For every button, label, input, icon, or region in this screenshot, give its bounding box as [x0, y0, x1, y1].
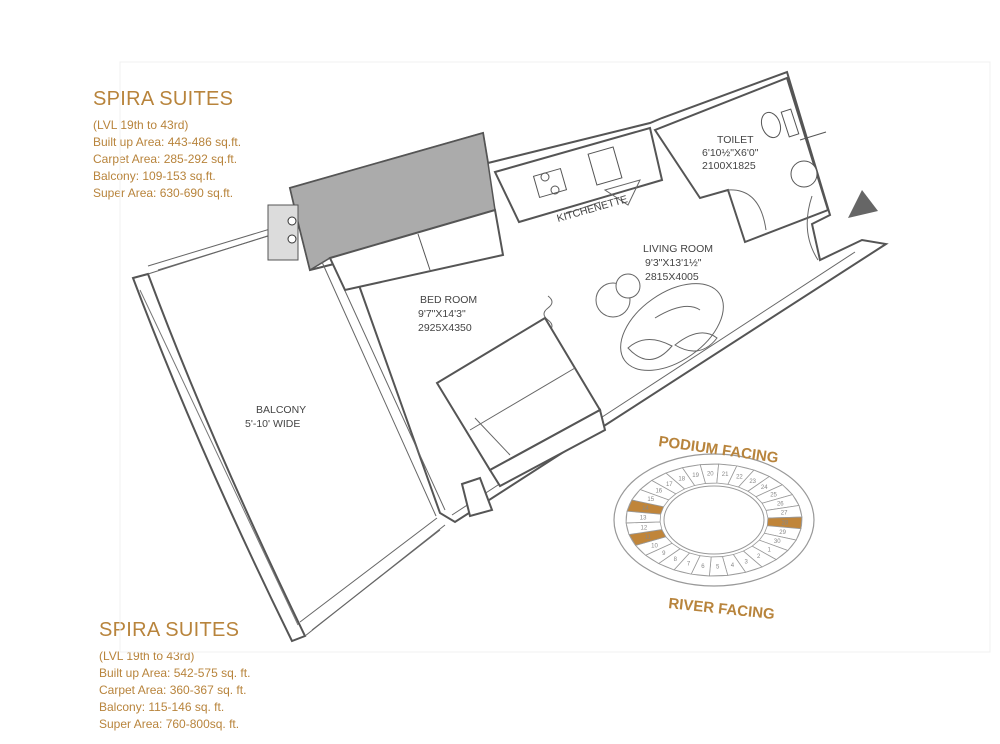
key-plan-unit-number: 14 — [642, 506, 649, 512]
living-label: LIVING ROOM — [643, 243, 713, 255]
key-plan-unit-number: 23 — [749, 479, 756, 485]
living-metric: 2815X4005 — [645, 271, 699, 283]
unit-levels: (LVL 19th to 43rd) — [93, 118, 189, 132]
living-imperial: 9'3"X13'1½" — [645, 257, 702, 269]
living-furniture — [595, 273, 724, 371]
unit-title: SPIRA SUITES — [93, 88, 234, 110]
balcony-area: Balcony: 115-146 sq. ft. — [99, 700, 225, 714]
key-plan-unit-number: 18 — [678, 477, 685, 483]
key-plan-unit-number: 30 — [774, 539, 781, 545]
key-plan-unit-number: 27 — [781, 511, 788, 517]
key-plan-unit-number: 6 — [701, 564, 705, 570]
key-plan-unit-number: 1 — [768, 547, 772, 553]
super-area: Super Area: 630-690 sq.ft. — [93, 186, 234, 200]
key-plan-unit-number: 22 — [736, 475, 743, 481]
key-plan-unit-number: 20 — [707, 472, 714, 478]
key-plan-unit-number: 24 — [761, 485, 768, 491]
balcony-width: 5'-10' WIDE — [245, 418, 300, 430]
bedroom-label: BED ROOM — [420, 294, 477, 306]
bedroom-metric: 2925X4350 — [418, 322, 472, 334]
balcony-area: Balcony: 109-153 sq.ft. — [93, 169, 216, 183]
key-plan-unit-number: 7 — [687, 561, 691, 567]
built-up-area: Built up Area: 443-486 sq.ft. — [93, 135, 242, 149]
unit-title: SPIRA SUITES — [99, 619, 240, 641]
key-plan-unit-number: 19 — [692, 473, 699, 479]
key-plan-unit-number: 25 — [770, 493, 777, 499]
bed — [435, 316, 607, 518]
balcony-label: BALCONY — [256, 404, 306, 416]
key-plan-unit-number: 13 — [640, 516, 647, 522]
key-plan-unit-number: 16 — [655, 489, 662, 495]
key-plan-unit-number: 8 — [674, 557, 678, 563]
key-plan-unit-number: 2 — [757, 554, 761, 560]
key-plan-unit-number: 21 — [722, 472, 729, 478]
river-facing-label: RIVER FACING — [668, 595, 776, 623]
key-plan-unit-number: 11 — [645, 535, 652, 541]
key-plan-unit-13 — [625, 510, 662, 524]
key-plan-unit-number: 15 — [647, 497, 654, 503]
key-plan-unit-number: 4 — [731, 563, 735, 569]
super-area: Super Area: 760-800sq. ft. — [99, 717, 240, 731]
entrance-arrow-icon — [848, 190, 878, 218]
key-plan-unit-number: 10 — [651, 543, 658, 549]
toilet-imperial: 6'10½"X6'0" — [702, 147, 759, 159]
toilet-label: TOILET — [717, 134, 754, 146]
key-plan-unit-number: 17 — [666, 482, 673, 488]
unit-info-top: SPIRA SUITES (LVL 19th to 43rd) Built up… — [93, 88, 241, 202]
key-plan-unit-number: 3 — [745, 559, 749, 565]
key-plan-unit-number: 5 — [716, 564, 720, 570]
balcony-outline — [131, 225, 446, 643]
carpet-area: Carpet Area: 360-367 sq. ft. — [99, 683, 247, 697]
bedroom-imperial: 9'7"X14'3" — [418, 308, 466, 320]
key-plan-unit-number: 9 — [662, 551, 666, 557]
key-plan-unit-number: 26 — [777, 501, 784, 507]
kitchenette-counter — [493, 126, 664, 224]
toilet-metric: 2100X1825 — [702, 160, 756, 172]
carpet-area: Carpet Area: 285-292 sq.ft. — [93, 152, 238, 166]
key-plan-unit-number: 29 — [779, 530, 786, 536]
key-plan-unit-number: 28 — [782, 520, 789, 526]
wardrobe — [328, 208, 505, 292]
key-plan-unit-number: 12 — [641, 525, 648, 531]
built-up-area: Built up Area: 542-575 sq. ft. — [99, 666, 251, 680]
